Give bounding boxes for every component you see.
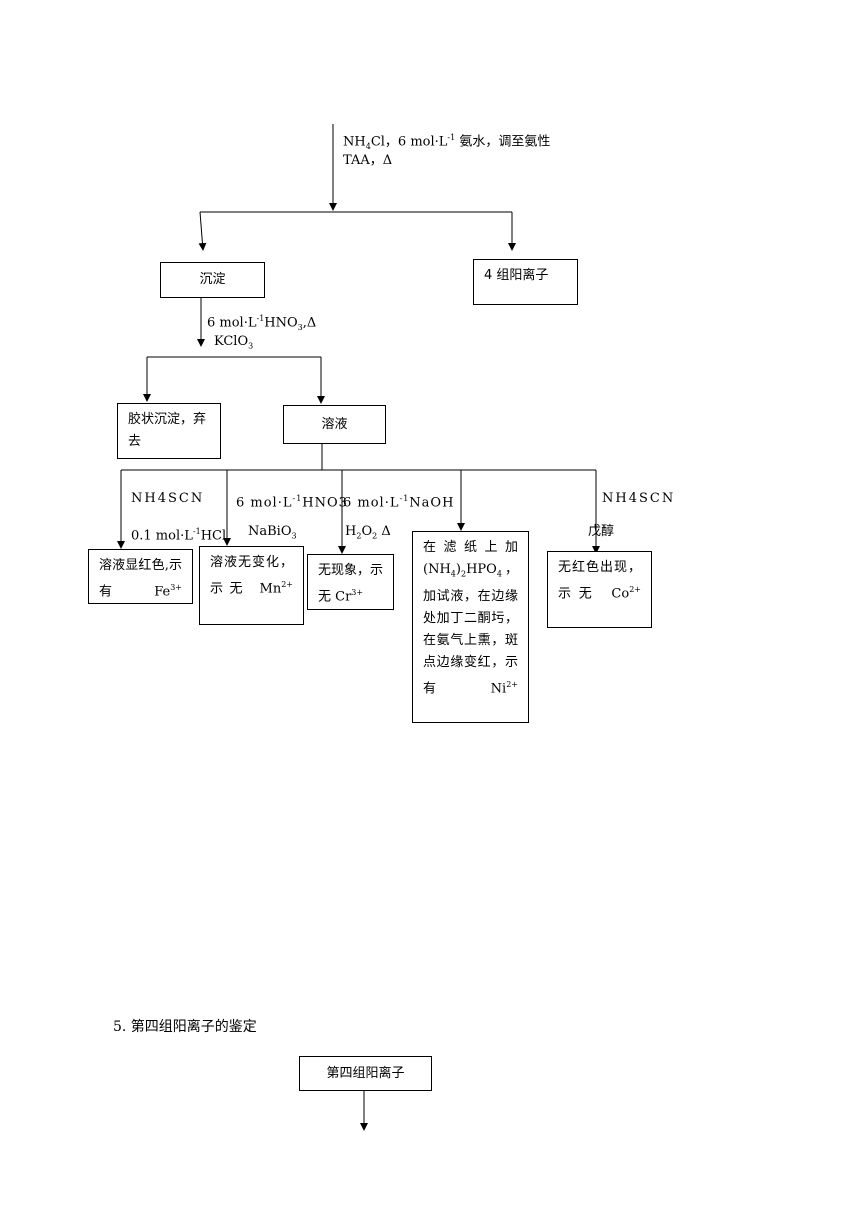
co-reagent-2: 戊醇 — [588, 524, 615, 539]
top-reagent-line2: TAA，Δ — [343, 153, 393, 168]
co-result-box: 无红色出现，示无 Co2+ — [547, 551, 652, 628]
section5-heading: 5. 第四组阳离子的鉴定 — [113, 1019, 257, 1035]
colloid-discard-box: 胶状沉淀，弃去 — [117, 403, 221, 459]
kclo3-reagent-label: KClO3 — [214, 334, 254, 351]
mn-result-box: 溶液无变化，示无 Mn2+ — [199, 546, 304, 625]
fe-result-box: 溶液显红色,示有 Fe3+ — [88, 549, 193, 604]
co-reagent-1: NH4SCN — [602, 491, 676, 506]
cr-reagent-1: 6 mol·L-1NaOH — [343, 494, 455, 511]
cr-reagent-2: H2O2 Δ — [345, 524, 391, 541]
fe-reagent-1: NH4SCN — [131, 491, 205, 506]
group4-cations-start-box: 第四组阳离子 — [299, 1056, 432, 1091]
solution-box: 溶液 — [283, 405, 386, 444]
mn-reagent-1: 6 mol·L-1HNO3 — [236, 494, 348, 511]
group4-cations-box: 4 组阳离子 — [473, 259, 578, 305]
top-reagent-line1: NH4Cl，6 mol·L-1 氨水，调至氨性 — [343, 133, 551, 151]
hno3-reagent-label: 6 mol·L-1HNO3,Δ — [207, 314, 317, 332]
mn-reagent-2: NaBiO3 — [248, 524, 297, 541]
cr-result-box: 无现象，示无 Cr3+ — [307, 554, 394, 610]
fe-reagent-2: 0.1 mol·L-1HCl — [131, 527, 227, 544]
precipitate-box: 沉淀 — [160, 262, 265, 298]
ni-result-box: 在滤纸上加(NH4)2HPO4，加试液，在边缘处加丁二酮圬，在氨气上熏，斑点边缘… — [412, 531, 529, 723]
